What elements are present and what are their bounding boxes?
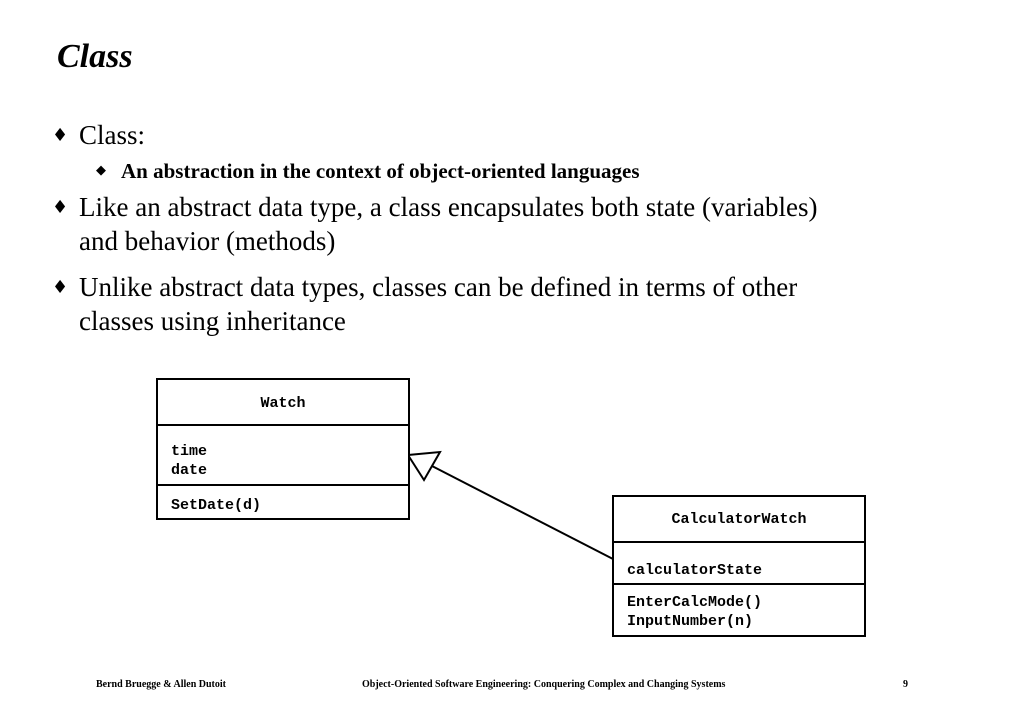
footer-book-title: Object-Oriented Software Engineering: Co… <box>362 679 726 690</box>
uml-operation: EnterCalcMode() <box>627 594 763 611</box>
diamond-bullet-icon: ♦ <box>52 125 69 146</box>
uml-operation: SetDate(d) <box>171 497 262 514</box>
inheritance-triangle-icon <box>406 450 442 482</box>
bullet-text: Class: <box>79 120 146 150</box>
uml-class-watch: Watch time date SetDate(d) <box>156 378 410 520</box>
slide-title: Class <box>57 38 133 75</box>
bullet-list: ♦ Class: ◆ An abstraction in the context… <box>50 118 990 338</box>
diamond-sub-bullet-icon: ◆ <box>96 163 106 178</box>
inheritance-line <box>431 465 614 560</box>
uml-operations: SetDate(d) <box>158 484 408 518</box>
uml-attributes: time date <box>158 424 408 484</box>
diamond-bullet-icon: ♦ <box>52 277 69 298</box>
bullet-inheritance: ♦ Unlike abstract data types, classes ca… <box>50 270 990 338</box>
bullet-abstract-data-type: ♦ Like an abstract data type, a class en… <box>50 190 990 258</box>
sub-bullet-text: An abstraction in the context of object-… <box>121 159 640 183</box>
uml-attribute: date <box>171 462 208 479</box>
bullet-text-line1: Like an abstract data type, a class enca… <box>79 192 818 222</box>
sub-bullet-abstraction: ◆ An abstraction in the context of objec… <box>92 158 990 184</box>
diamond-bullet-icon: ♦ <box>52 197 69 218</box>
footer-authors: Bernd Bruegge & Allen Dutoit <box>96 679 226 690</box>
bullet-text-line2: classes using inheritance <box>79 306 346 336</box>
uml-class-name: Watch <box>260 395 306 412</box>
footer-page-number: 9 <box>903 679 908 690</box>
bullet-text-line2: and behavior (methods) <box>79 226 336 256</box>
uml-attributes: calculatorState <box>614 541 864 583</box>
uml-attribute: calculatorState <box>627 562 763 579</box>
uml-class-calculator-watch: CalculatorWatch calculatorState EnterCal… <box>612 495 866 637</box>
uml-operation: InputNumber(n) <box>627 613 754 630</box>
uml-class-name: CalculatorWatch <box>671 511 807 528</box>
uml-operations: EnterCalcMode() InputNumber(n) <box>614 583 864 635</box>
bullet-class: ♦ Class: <box>50 118 990 152</box>
bullet-text-line1: Unlike abstract data types, classes can … <box>79 272 798 302</box>
uml-attribute: time <box>171 443 208 460</box>
